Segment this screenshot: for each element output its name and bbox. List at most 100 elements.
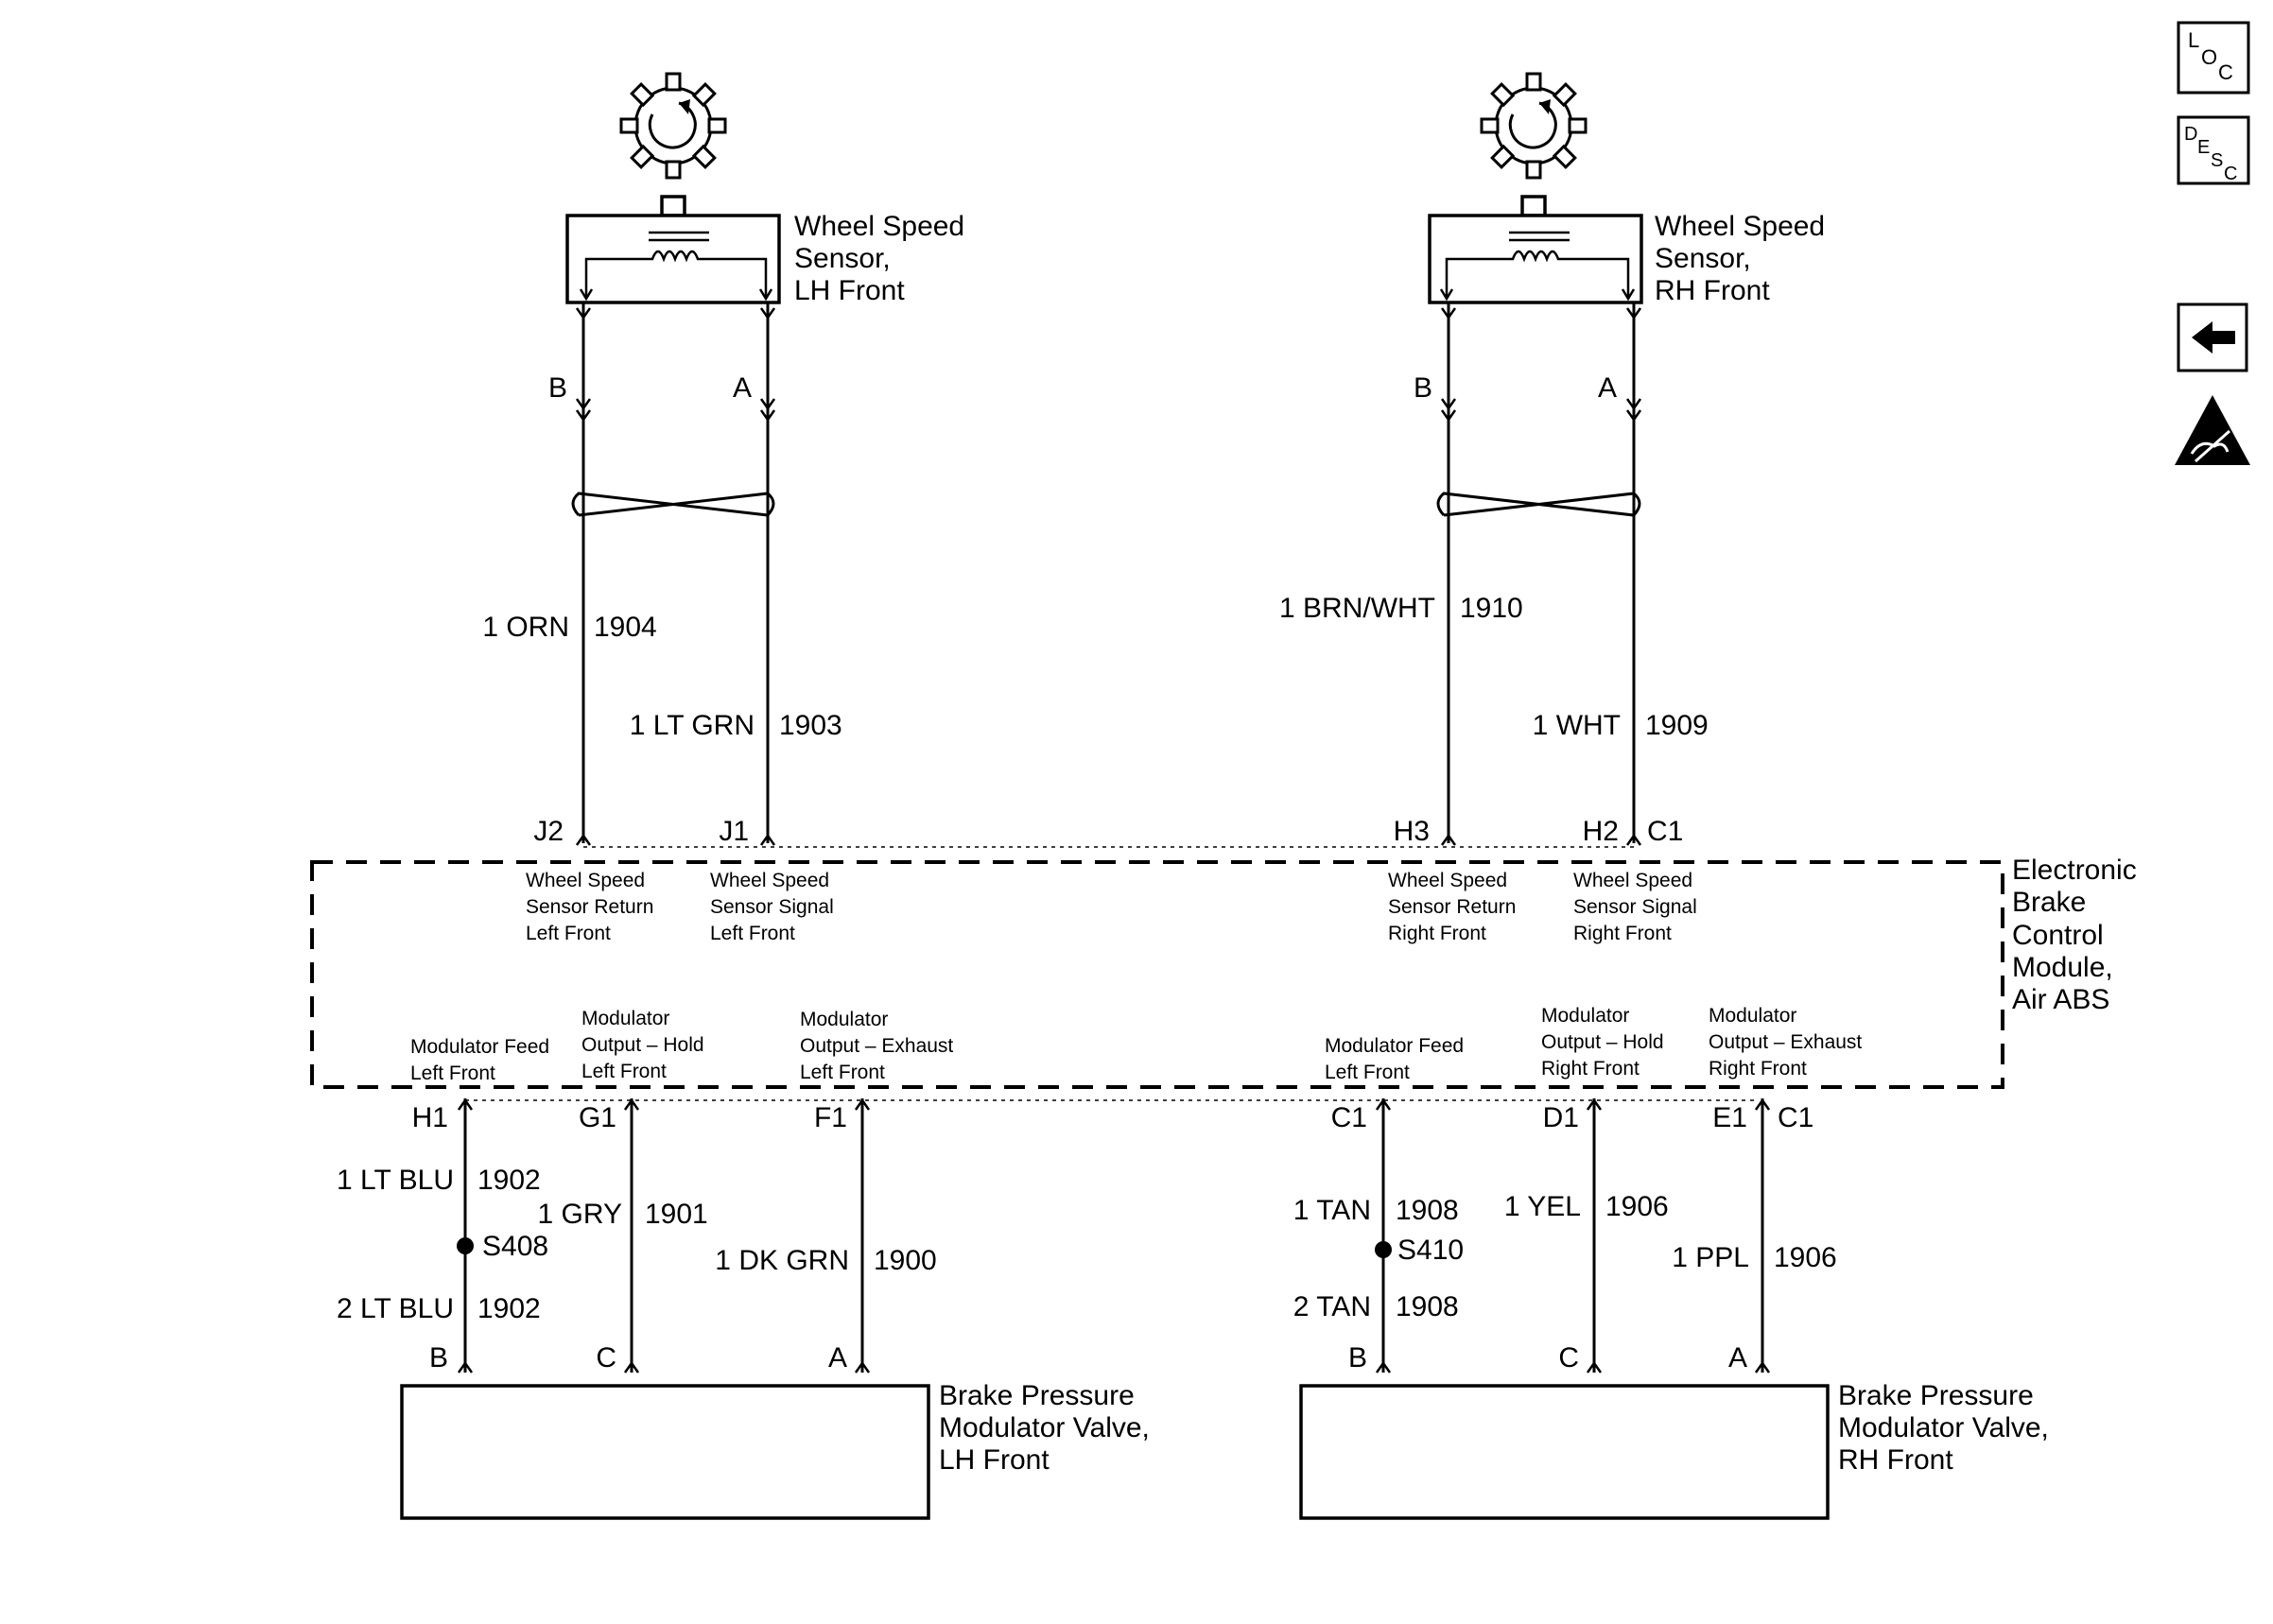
wire-color-1-tan: 1 TAN <box>1293 1195 1371 1226</box>
wire-color-1-wht: 1 WHT <box>1533 710 1621 741</box>
output-rh-exhaust-3: Right Front <box>1709 1058 1807 1080</box>
lh-sensor-name-2: Sensor, <box>794 243 891 274</box>
gear-tooth <box>1525 160 1542 180</box>
rh-valve-pin-a: A <box>1728 1342 1747 1373</box>
pin-f1: F1 <box>814 1102 847 1133</box>
wire-color-1-dk-grn: 1 DK GRN <box>715 1245 849 1276</box>
wire-circuit-1906-exhaust: 1906 <box>1774 1242 1837 1273</box>
gear-tooth <box>665 160 682 180</box>
lh-brake-pressure-modulator-valve: Brake Pressure Modulator Valve, LH Front <box>400 1380 1150 1520</box>
lh-valve-name-3: LH Front <box>939 1444 1050 1476</box>
wire-color-2-lt-blu: 2 LT BLU <box>337 1293 454 1324</box>
module-name-3: Control <box>2012 920 2104 951</box>
output-lh-hold-2: Output – Hold <box>581 1034 704 1056</box>
lh-sensor-pin-b: B <box>548 372 567 404</box>
esd-warning-icon[interactable] <box>2175 395 2250 465</box>
module-name-1: Electronic <box>2012 855 2137 886</box>
connector-c1-upper: C1 <box>1647 816 1683 847</box>
wire-lh-exhaust-1900: F1 1 DK GRN 1900 A <box>715 1097 937 1373</box>
pin-j2: J2 <box>533 816 564 847</box>
gear-tooth <box>1490 144 1516 169</box>
desc-letter-d: D <box>2184 124 2197 145</box>
gear-tooth <box>665 72 682 92</box>
wire-lh-hold-1901: G1 1 GRY 1901 C <box>538 1097 708 1373</box>
output-rh-hold-2: Output – Hold <box>1541 1031 1664 1053</box>
wire-color-1-orn: 1 ORN <box>482 612 569 643</box>
input-lh-return-2: Sensor Return <box>526 896 653 918</box>
wire-rh-exhaust-1906: E1 C1 1 PPL 1906 A <box>1672 1097 1837 1373</box>
pin-c1-feed: C1 <box>1331 1102 1367 1133</box>
lh-valve-pin-c: C <box>596 1342 616 1373</box>
output-lh-hold-3: Left Front <box>581 1061 667 1082</box>
pin-h1: H1 <box>412 1102 448 1133</box>
wire-circuit-1904: 1904 <box>594 612 657 643</box>
rh-wheel-speed-sensor: Wheel Speed Sensor, RH Front <box>1428 72 1825 306</box>
module-name-4: Module, <box>2012 952 2113 983</box>
lh-sensor-pin-a: A <box>733 372 752 404</box>
wire-rh-feed-1908: C1 1 TAN 1908 S410 2 TAN 1908 B <box>1293 1097 1464 1373</box>
pin-d1: D1 <box>1543 1102 1579 1133</box>
wire-color-2-tan: 2 TAN <box>1293 1291 1371 1322</box>
back-button[interactable] <box>2177 302 2248 372</box>
output-lh-exhaust-3: Left Front <box>800 1062 885 1083</box>
rh-valve-name-3: RH Front <box>1838 1444 1953 1476</box>
gear-tooth <box>630 82 655 108</box>
wire-circuit-1908-lower: 1908 <box>1396 1291 1459 1322</box>
lh-valve-pin-b: B <box>429 1342 448 1373</box>
wire-circuit-1903: 1903 <box>779 710 842 741</box>
lh-valve-pin-a: A <box>828 1342 847 1373</box>
lh-valve-name-2: Modulator Valve, <box>939 1412 1150 1443</box>
desc-letter-c: C <box>2224 164 2237 184</box>
lh-sensor-name-3: LH Front <box>794 275 905 306</box>
input-lh-signal-1: Wheel Speed <box>710 870 829 891</box>
rh-sensor-name-1: Wheel Speed <box>1655 211 1825 242</box>
splice-s408: S408 <box>482 1231 548 1262</box>
desc-button[interactable]: D E S C <box>2177 115 2250 185</box>
input-lh-signal-2: Sensor Signal <box>710 896 834 918</box>
gear-tooth <box>1480 117 1500 134</box>
input-lh-signal-3: Left Front <box>710 923 795 944</box>
output-rh-feed-2: Left Front <box>1325 1062 1410 1083</box>
wire-color-1-brn-wht: 1 BRN/WHT <box>1279 593 1435 624</box>
output-lh-exhaust-1: Modulator <box>800 1009 888 1030</box>
desc-letter-e: E <box>2197 137 2210 158</box>
wire-circuit-1908-upper: 1908 <box>1396 1195 1459 1226</box>
desc-letter-s: S <box>2211 150 2223 171</box>
wire-circuit-1909: 1909 <box>1645 710 1709 741</box>
wire-circuit-1910: 1910 <box>1460 593 1523 624</box>
wire-circuit-1906-hold: 1906 <box>1605 1191 1669 1222</box>
loc-button[interactable]: L O C <box>2177 21 2250 95</box>
wire-color-1-gry: 1 GRY <box>538 1199 623 1230</box>
module-name-5: Air ABS <box>2012 984 2109 1015</box>
output-rh-hold-1: Modulator <box>1541 1005 1629 1027</box>
output-rh-hold-3: Right Front <box>1541 1058 1640 1080</box>
wire-circuit-1902-upper: 1902 <box>477 1165 541 1196</box>
wire-color-1-lt-blu: 1 LT BLU <box>337 1165 454 1196</box>
wire-lh-signal-1903: A 1 LT GRN 1903 J1 <box>630 302 842 847</box>
input-rh-return-1: Wheel Speed <box>1388 870 1507 891</box>
pin-h2: H2 <box>1583 816 1619 847</box>
output-lh-exhaust-2: Output – Exhaust <box>800 1035 953 1057</box>
pin-h3: H3 <box>1394 816 1430 847</box>
pin-j1: J1 <box>719 816 749 847</box>
wire-circuit-1902-lower: 1902 <box>477 1293 541 1324</box>
ebcm-module: Electronic Brake Control Module, Air ABS… <box>310 855 2137 1089</box>
connector-c1-lower: C1 <box>1778 1102 1813 1133</box>
rh-valve-pin-b: B <box>1348 1342 1367 1373</box>
module-name-2: Brake <box>2012 887 2086 918</box>
pin-e1: E1 <box>1712 1102 1747 1133</box>
pin-g1: G1 <box>579 1102 616 1133</box>
gear-tooth <box>707 117 727 134</box>
wire-lh-feed-1902: H1 1 LT BLU 1902 S408 2 LT BLU 1902 B <box>337 1097 548 1373</box>
output-lh-hold-1: Modulator <box>581 1008 669 1029</box>
gear-tooth <box>1490 82 1516 108</box>
loc-letter-l: L <box>2188 28 2199 52</box>
loc-letter-o: O <box>2201 45 2217 69</box>
rh-sensor-pin-a: A <box>1598 372 1617 404</box>
rh-brake-pressure-modulator-valve: Brake Pressure Modulator Valve, RH Front <box>1299 1380 2049 1520</box>
output-rh-exhaust-2: Output – Exhaust <box>1709 1031 1862 1053</box>
gear-tooth <box>691 144 717 169</box>
gear-tooth <box>691 82 717 108</box>
lh-twisted-pair <box>571 492 775 517</box>
